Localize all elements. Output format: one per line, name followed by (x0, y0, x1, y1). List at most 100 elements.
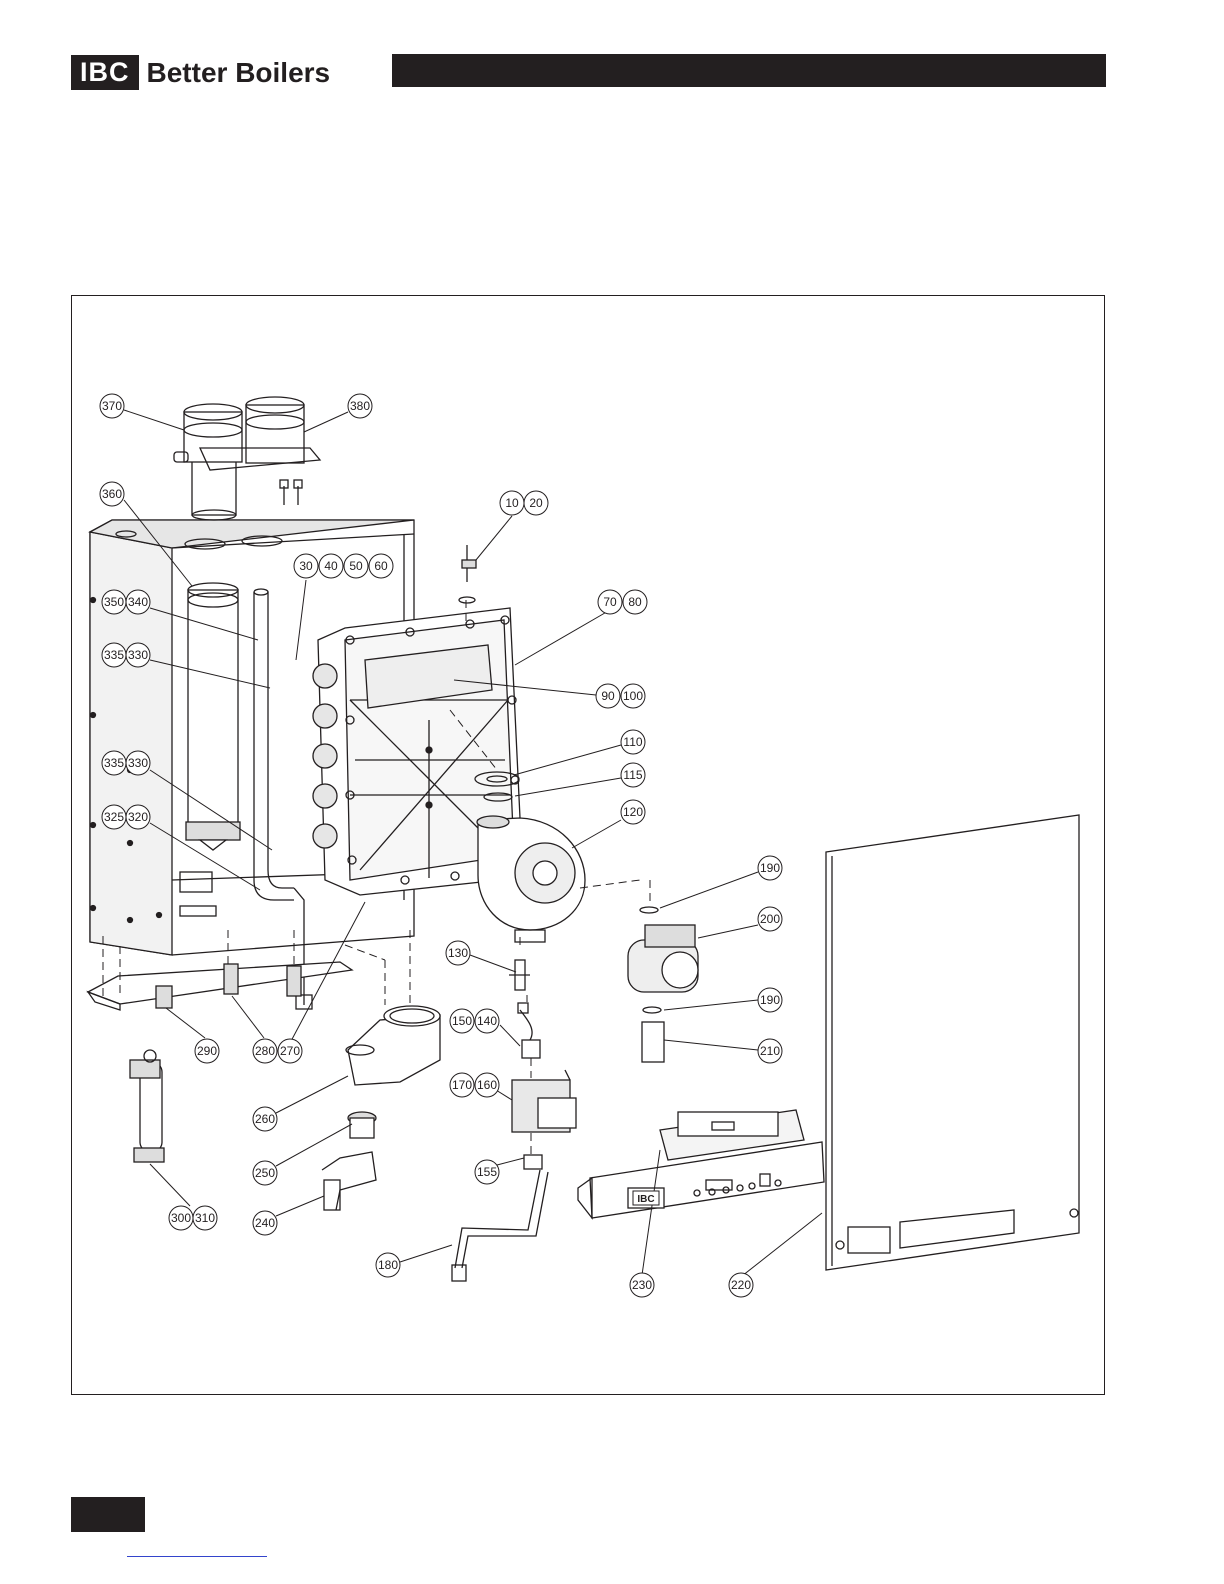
callout: 330 (126, 643, 150, 667)
callout-label: 335 (104, 756, 124, 770)
callout: 340 (126, 590, 150, 614)
callout-label: 260 (255, 1112, 275, 1126)
callout: 40 (319, 554, 343, 578)
callout-label: 290 (197, 1044, 217, 1058)
callout: 280 (253, 1039, 277, 1063)
hose-fitting (509, 960, 530, 990)
callout: 130 (446, 941, 470, 965)
callout-label: 60 (374, 559, 388, 573)
callout-label: 325 (104, 810, 124, 824)
callout-label: 310 (195, 1211, 215, 1225)
callout-label: 330 (128, 756, 148, 770)
pump (628, 907, 698, 1062)
callout: 290 (195, 1039, 219, 1063)
callout-label: 350 (104, 595, 124, 609)
callout: 330 (126, 751, 150, 775)
callout-label: 110 (623, 735, 642, 749)
callout: 270 (278, 1039, 302, 1063)
callout-label: 155 (477, 1165, 497, 1179)
ignition-electrode (459, 545, 476, 603)
callout-label: 230 (632, 1278, 652, 1292)
flue-base (322, 1006, 440, 1210)
flue-pipe (186, 583, 240, 850)
callout: 360 (100, 482, 124, 506)
callout: 240 (253, 1211, 277, 1235)
callout: 320 (126, 805, 150, 829)
callout: 200 (758, 907, 782, 931)
callout-label: 335 (104, 648, 124, 662)
callout-label: 280 (255, 1044, 275, 1058)
callout: 370 (100, 394, 124, 418)
callout: 60 (369, 554, 393, 578)
callout-label: 30 (299, 559, 313, 573)
callout-label: 140 (477, 1014, 497, 1028)
callout-label: 320 (128, 810, 148, 824)
callout: 190 (758, 856, 782, 880)
callout: 210 (758, 1039, 782, 1063)
callout-label: 300 (171, 1211, 191, 1225)
control-panel (578, 1110, 824, 1218)
callout: 30 (294, 554, 318, 578)
callout: 70 (598, 590, 622, 614)
callout-label: 180 (378, 1258, 398, 1272)
callout: 350 (102, 590, 126, 614)
callout: 20 (524, 491, 548, 515)
callout-label: 10 (505, 496, 519, 510)
callout-label: 80 (628, 595, 642, 609)
callout-label: 120 (623, 805, 643, 819)
front-cover (826, 815, 1079, 1270)
callout-label: 210 (760, 1044, 780, 1058)
callout: 380 (348, 394, 372, 418)
callout: 50 (344, 554, 368, 578)
callout-label: 20 (529, 496, 543, 510)
page-number-tab (71, 1497, 145, 1532)
callout-label: 340 (128, 595, 148, 609)
callout-label: 360 (102, 487, 122, 501)
callout: 325 (102, 805, 126, 829)
callout: 120 (621, 800, 645, 824)
callout: 140 (475, 1009, 499, 1033)
callout: 180 (376, 1253, 400, 1277)
callout: 150 (450, 1009, 474, 1033)
panel-logo-text: IBC (637, 1194, 654, 1205)
callout: 190 (758, 988, 782, 1012)
callout: 250 (253, 1161, 277, 1185)
callout: 10 (500, 491, 524, 515)
callout: 115 (621, 763, 645, 787)
callout-label: 190 (760, 861, 780, 875)
callout-label: 40 (324, 559, 338, 573)
callout-label: 200 (760, 912, 780, 926)
gas-valve (452, 1003, 576, 1281)
callout-label: 70 (603, 595, 617, 609)
callout: 260 (253, 1107, 277, 1131)
callout-label: 50 (349, 559, 363, 573)
callout-label: 370 (102, 399, 122, 413)
panel-logo: IBC (633, 1191, 659, 1205)
callout: 335 (102, 643, 126, 667)
callout-label: 190 (760, 993, 780, 1007)
callout: 80 (623, 590, 647, 614)
callout: 220 (729, 1273, 753, 1297)
callout-label: 220 (731, 1278, 751, 1292)
callout: 310 (193, 1206, 217, 1230)
callout: 230 (630, 1273, 654, 1297)
vent-adaptors (174, 397, 320, 520)
footer-link-underline (127, 1556, 267, 1557)
callout: 155 (475, 1160, 499, 1184)
callout-label: 90 (601, 689, 615, 703)
callout-label: 160 (477, 1078, 497, 1092)
callout-label: 240 (255, 1216, 275, 1230)
callout: 110 (621, 730, 645, 754)
callout-label: 380 (350, 399, 370, 413)
callout-label: 150 (452, 1014, 472, 1028)
callout-label: 115 (623, 768, 642, 782)
callout-label: 130 (448, 946, 468, 960)
callout: 90 (596, 684, 620, 708)
callout: 100 (621, 684, 645, 708)
callout: 300 (169, 1206, 193, 1230)
blower (477, 816, 585, 942)
callout-label: 250 (255, 1166, 275, 1180)
callout-label: 270 (280, 1044, 300, 1058)
callout: 160 (475, 1073, 499, 1097)
